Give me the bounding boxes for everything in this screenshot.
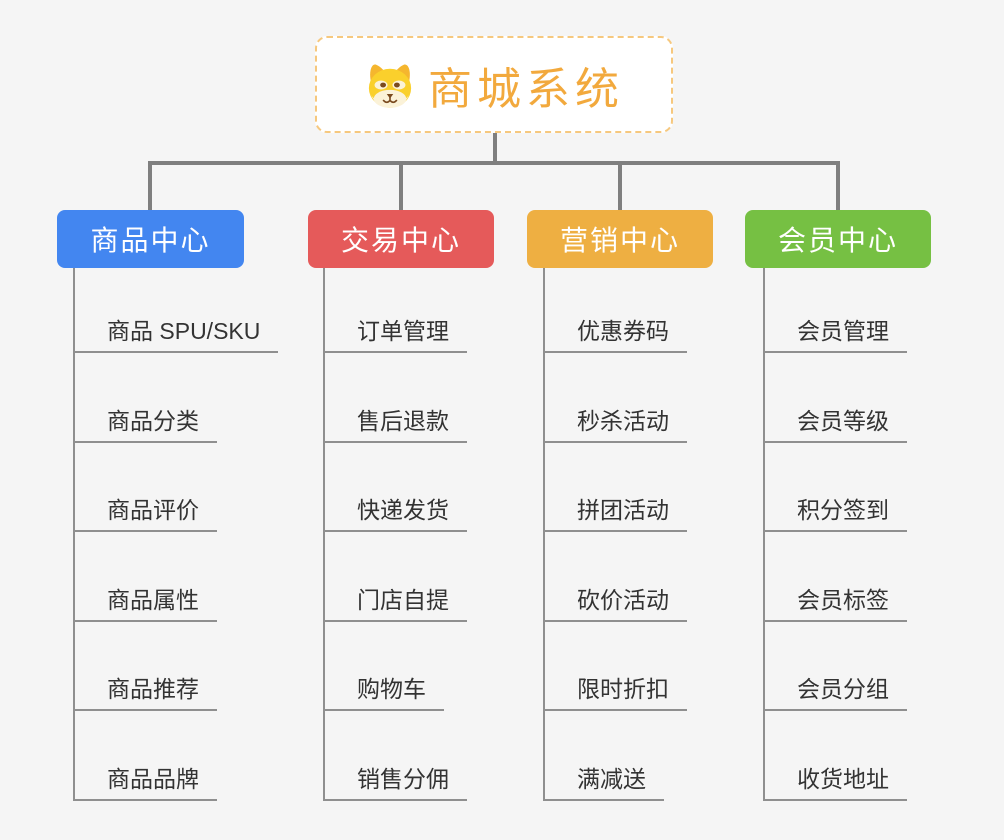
connector-root-stub: [493, 133, 497, 163]
list-item[interactable]: 会员等级: [765, 353, 907, 443]
list-item[interactable]: 积分签到: [765, 443, 907, 533]
connector-drop-product: [148, 163, 152, 210]
dog-face-icon: [368, 63, 412, 108]
connector-drop-member: [836, 163, 840, 210]
list-item[interactable]: 快递发货: [325, 443, 467, 533]
connector-drop-marketing: [618, 163, 622, 210]
branch-list-member: 会员管理 会员等级 积分签到 会员标签 会员分组 收货地址: [763, 268, 907, 801]
list-item[interactable]: 拼团活动: [545, 443, 687, 533]
list-item[interactable]: 满减送: [545, 711, 664, 801]
list-item[interactable]: 限时折扣: [545, 622, 687, 712]
root-node[interactable]: 商城系统: [315, 36, 673, 133]
list-item[interactable]: 订单管理: [325, 268, 467, 353]
list-item[interactable]: 销售分佣: [325, 711, 467, 801]
branch-label: 营销中心: [559, 225, 680, 256]
list-item[interactable]: 商品属性: [75, 532, 217, 622]
connector-spine: [148, 161, 840, 165]
list-item[interactable]: 商品分类: [75, 353, 217, 443]
root-title: 商城系统: [428, 64, 624, 114]
list-item[interactable]: 购物车: [325, 622, 444, 712]
list-item[interactable]: 商品品牌: [75, 711, 217, 801]
list-item[interactable]: 门店自提: [325, 532, 467, 622]
list-item[interactable]: 商品评价: [75, 443, 217, 533]
list-item[interactable]: 会员标签: [765, 532, 907, 622]
list-item[interactable]: 会员管理: [765, 268, 907, 353]
list-item[interactable]: 会员分组: [765, 622, 907, 712]
list-item[interactable]: 商品推荐: [75, 622, 217, 712]
branch-list-marketing: 优惠券码 秒杀活动 拼团活动 砍价活动 限时折扣 满减送: [543, 268, 687, 801]
branch-node-marketing[interactable]: 营销中心: [527, 210, 713, 268]
list-item[interactable]: 商品 SPU/SKU: [75, 268, 279, 353]
branch-label: 商品中心: [90, 225, 211, 256]
list-item[interactable]: 收货地址: [765, 711, 907, 801]
branch-node-trade[interactable]: 交易中心: [308, 210, 494, 268]
connector-drop-trade: [399, 163, 403, 210]
list-item[interactable]: 秒杀活动: [545, 353, 687, 443]
branch-node-member[interactable]: 会员中心: [745, 210, 931, 268]
branch-node-product[interactable]: 商品中心: [57, 210, 244, 268]
branch-list-product: 商品 SPU/SKU 商品分类 商品评价 商品属性 商品推荐 商品品牌: [73, 268, 279, 801]
branch-list-trade: 订单管理 售后退款 快递发货 门店自提 购物车 销售分佣: [323, 268, 467, 801]
list-item[interactable]: 砍价活动: [545, 532, 687, 622]
branch-label: 会员中心: [777, 225, 898, 256]
list-item[interactable]: 售后退款: [325, 353, 467, 443]
branch-label: 交易中心: [340, 225, 461, 256]
list-item[interactable]: 优惠券码: [545, 268, 687, 353]
